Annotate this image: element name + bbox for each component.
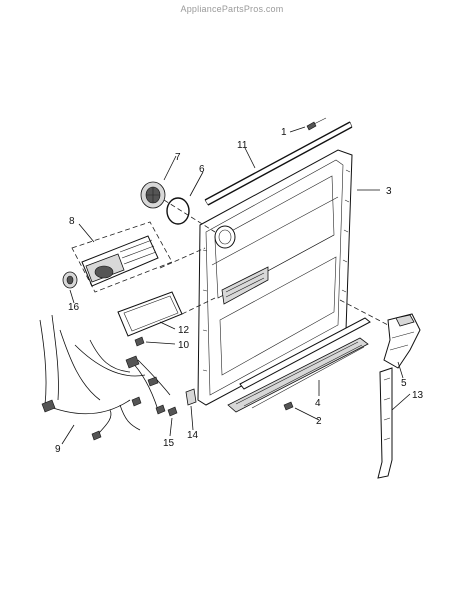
rinse-aid-cap[interactable]: [140, 181, 166, 209]
wire-harness[interactable]: [39, 314, 171, 441]
callout-14: 14: [187, 430, 199, 441]
detergent-dispenser[interactable]: [71, 221, 173, 293]
watermark-text: AppliancePartsPros.com: [180, 4, 284, 14]
leader-lines: [61, 126, 411, 445]
top-gasket[interactable]: [204, 121, 353, 206]
latch-rod[interactable]: [377, 367, 393, 479]
dispenser-gasket[interactable]: [117, 291, 183, 337]
inner-door-panel[interactable]: [197, 149, 353, 406]
bottom-vent-strip[interactable]: [227, 337, 369, 413]
lower-trim-strip[interactable]: [239, 317, 371, 390]
cap-gasket[interactable]: [166, 197, 190, 225]
callout-1: 1: [281, 127, 287, 138]
callout-4: 4: [315, 398, 321, 409]
top-screw[interactable]: [306, 117, 327, 131]
callout-2: 2: [316, 416, 322, 427]
dispenser-screw[interactable]: [134, 336, 145, 347]
callout-3: 3: [386, 186, 392, 197]
dispenser-seal[interactable]: [62, 271, 78, 289]
callout-7: 7: [175, 152, 181, 163]
callout-5: 5: [401, 378, 407, 389]
callout-15: 15: [163, 438, 175, 449]
hinge-clip[interactable]: [185, 388, 197, 406]
callout-10: 10: [178, 340, 190, 351]
bottom-screw[interactable]: [283, 401, 294, 411]
callout-8: 8: [69, 216, 75, 227]
callout-11: 11: [237, 140, 248, 151]
callout-12: 12: [178, 325, 190, 336]
callout-6: 6: [199, 164, 205, 175]
callout-9: 9: [55, 444, 61, 455]
vent-duct[interactable]: [383, 313, 421, 369]
callout-13: 13: [412, 390, 424, 401]
callout-16: 16: [68, 302, 80, 313]
callout-labels: 1 2 3 4 5 6 7 8 9 10 11 12 13 14 15 16: [55, 127, 424, 455]
hinge-screw[interactable]: [167, 406, 178, 417]
